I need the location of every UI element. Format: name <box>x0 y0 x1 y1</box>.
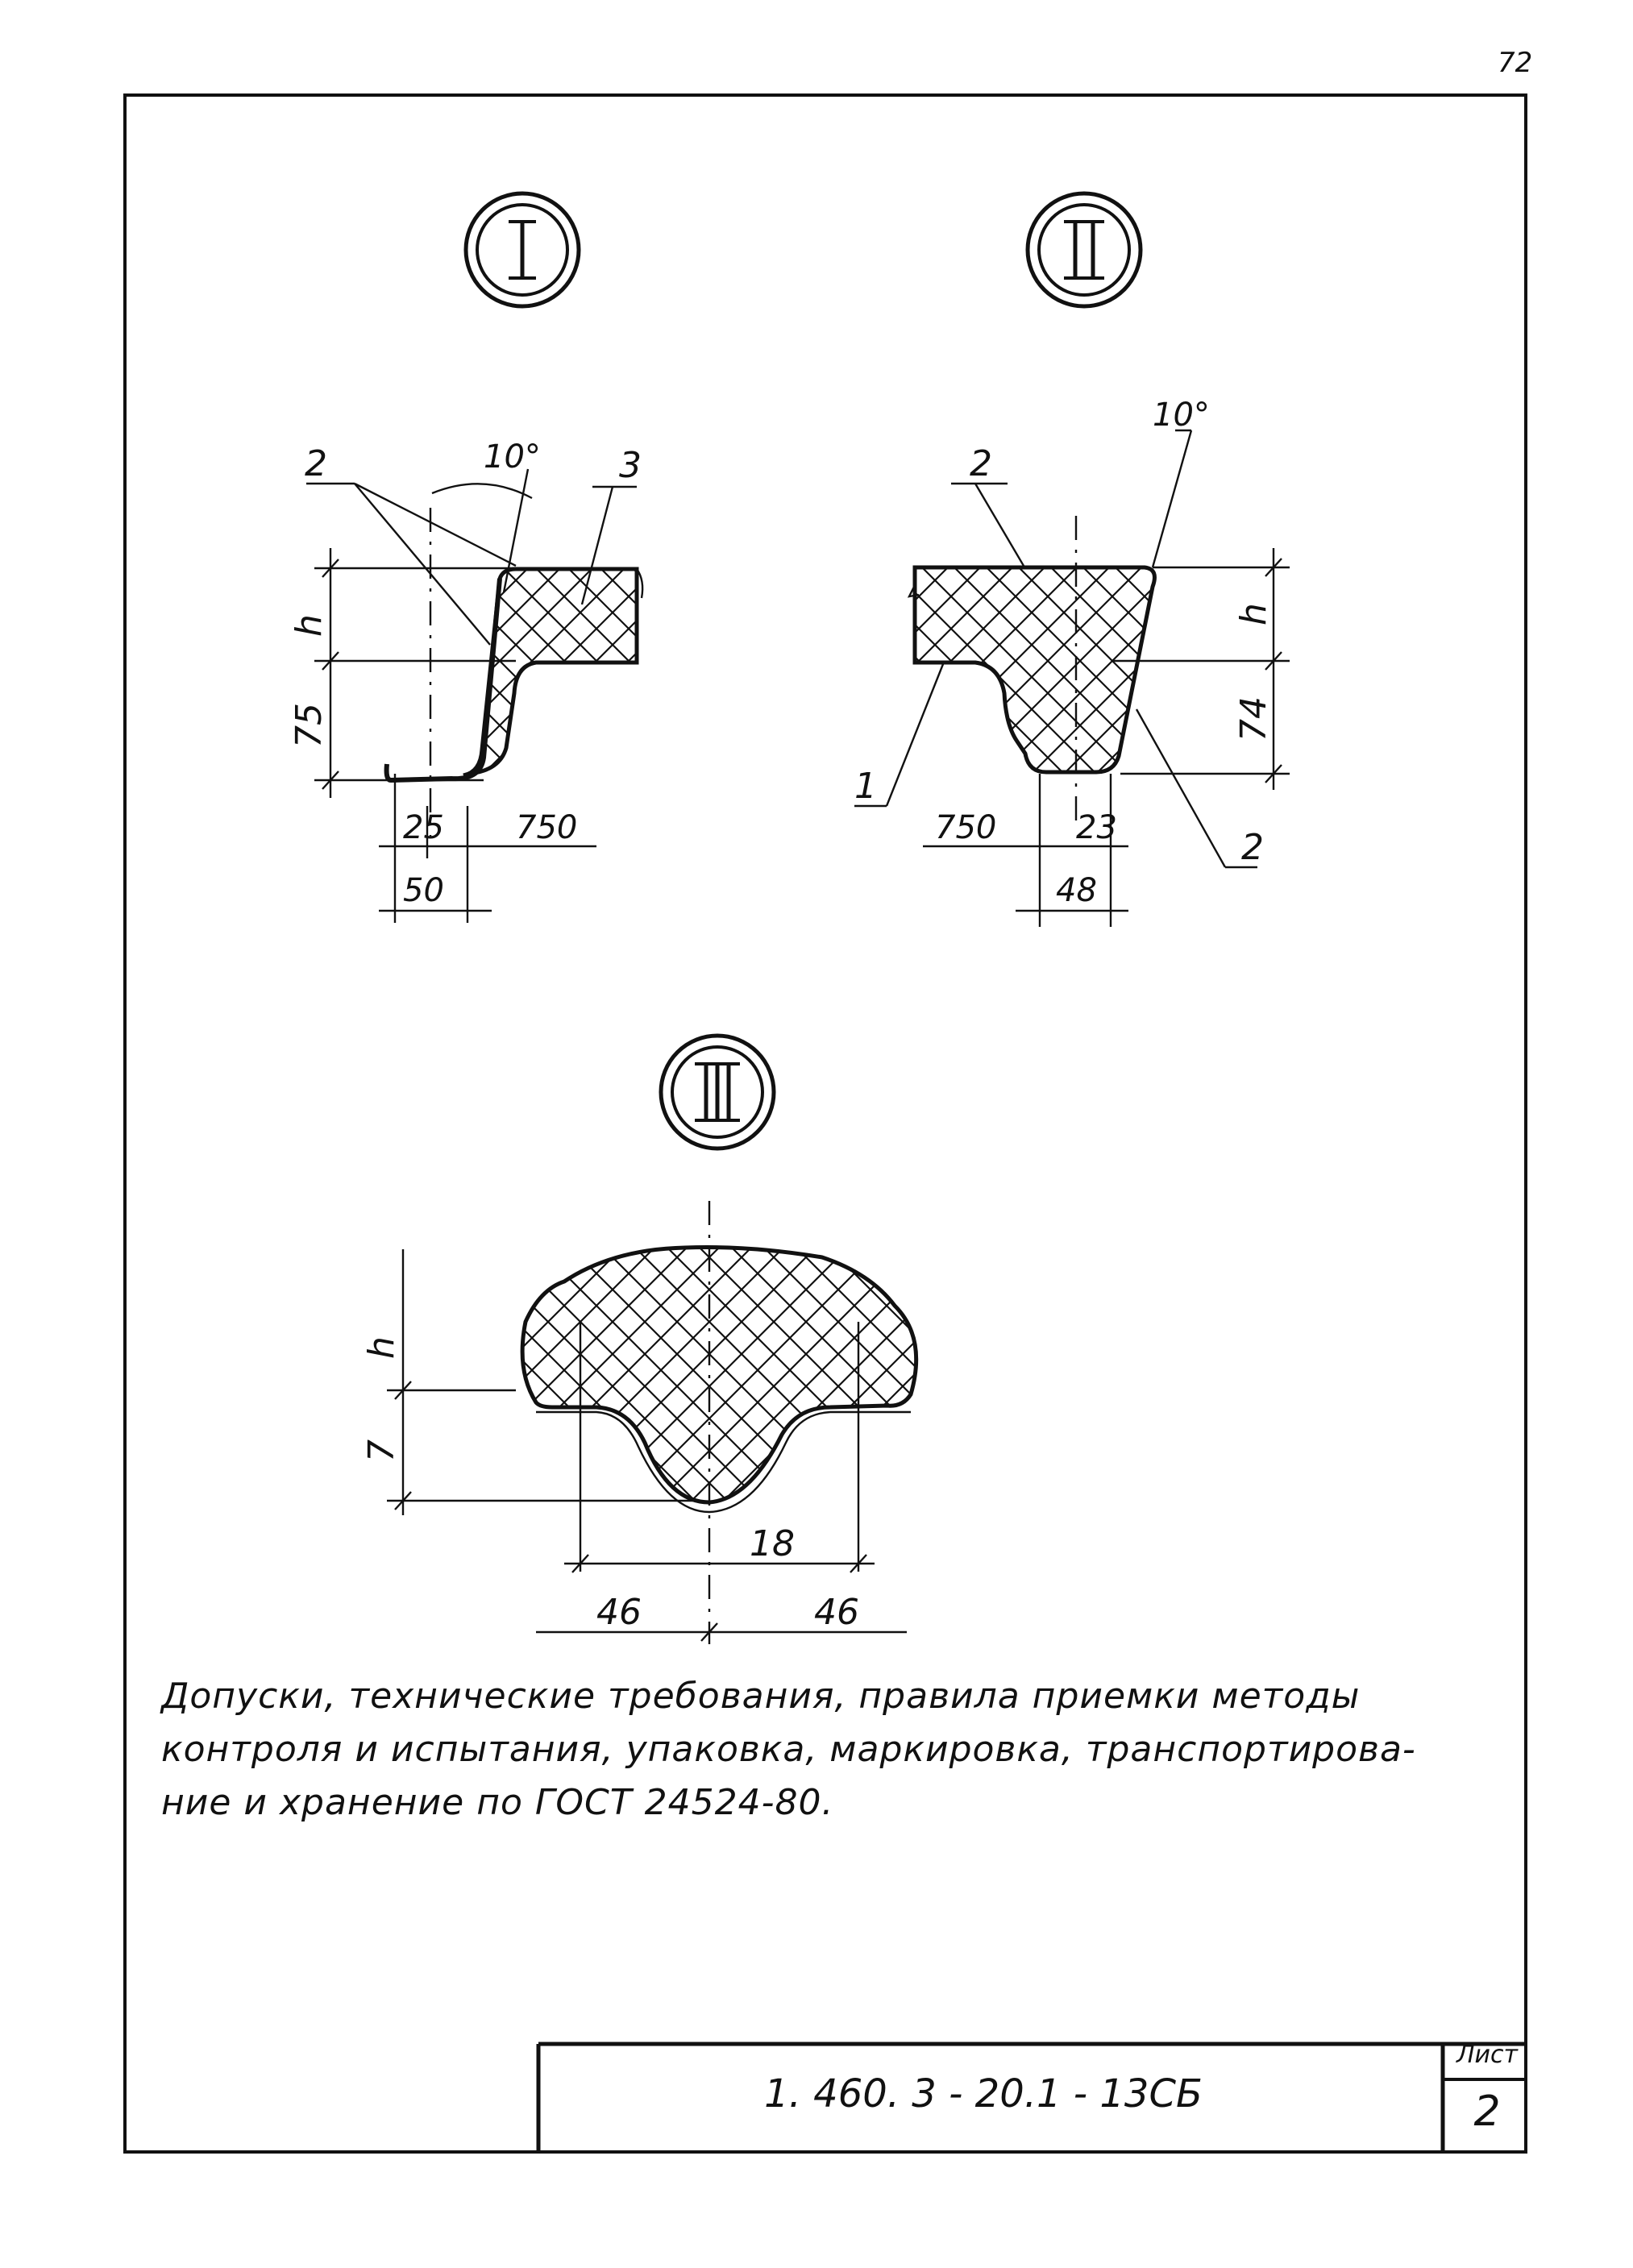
callout-label: 2 <box>305 443 327 484</box>
dim-label: 25 <box>403 809 444 846</box>
note-line: Допуски, технические требования, правила… <box>161 1676 1361 1717</box>
drawing-frame <box>123 93 1527 2154</box>
title-block <box>536 2042 1526 2152</box>
detail-2-labels: 10° 2 1 2 h 74 750 23 48 <box>854 397 1274 909</box>
dim-label: 50 <box>403 872 444 909</box>
section-marker-3 <box>659 1033 776 1151</box>
dim-label-height: 74 <box>1233 696 1274 741</box>
angle-label: 10° <box>484 438 541 476</box>
dim-label: 750 <box>935 809 996 846</box>
profile-detail-3 <box>520 1245 919 1514</box>
callout-label: 1 <box>854 766 877 807</box>
angle-label: 10° <box>1153 397 1210 434</box>
section-marker-2 <box>1025 191 1143 309</box>
note-line: контроля и испытания, упаковка, маркиров… <box>161 1729 1416 1770</box>
callout-label: 2 <box>1241 827 1264 868</box>
callout-label: 2 <box>970 443 992 484</box>
dim-label-h: h <box>1233 603 1274 625</box>
dim-label: 46 <box>596 1592 642 1633</box>
note-line: ние и хранение по ГОСТ 24524-80. <box>161 1782 834 1823</box>
dim-label-height: 7 <box>361 1439 402 1462</box>
profile-3-outline <box>520 1245 919 1505</box>
sheet-label: Лист <box>1456 2041 1519 2069</box>
dim-label-h: h <box>361 1336 402 1359</box>
corner-mark: 72 <box>1498 47 1533 79</box>
dim-label: 46 <box>814 1592 859 1633</box>
section-marker-1 <box>463 191 581 309</box>
profile-detail-2 <box>907 565 1157 775</box>
detail-1-labels: 10° 2 3 h 75 25 50 750 <box>289 438 642 909</box>
profile-2-outline <box>912 565 1157 775</box>
detail-2-dimensions <box>854 429 1290 927</box>
detail-3-dimensions <box>387 1201 907 1644</box>
dim-label-h: h <box>289 614 330 637</box>
document-code: 1. 460. 3 - 20.1 - 13СБ <box>764 2071 1203 2116</box>
profile-1-outline <box>463 567 639 778</box>
detail-3-labels: h 7 18 46 46 <box>361 1336 859 1633</box>
technical-note: Допуски, технические требования, правила… <box>161 1670 1515 1830</box>
profile-detail-1 <box>384 567 644 783</box>
callout-label: 3 <box>619 445 642 486</box>
dim-label: 48 <box>1056 872 1097 909</box>
detail-1-dimensions <box>306 468 637 923</box>
dim-label: 23 <box>1076 809 1117 846</box>
sheet-number: 2 <box>1473 2087 1501 2136</box>
dim-label: 750 <box>516 809 577 846</box>
dim-label-height: 75 <box>289 703 330 748</box>
dim-label: 18 <box>750 1523 795 1564</box>
